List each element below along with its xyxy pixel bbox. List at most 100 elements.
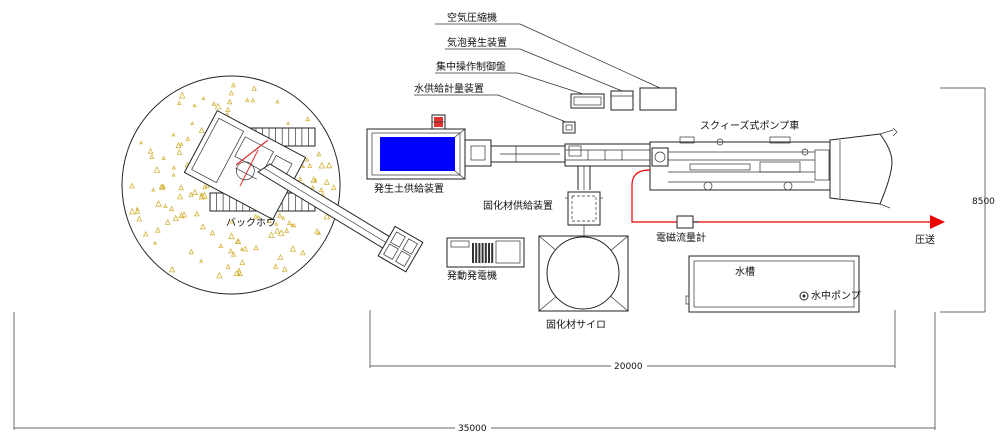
soil-dot [199, 192, 204, 197]
backhoe-swing-ring [235, 161, 255, 181]
soil-dot [153, 240, 158, 245]
soil-dot [239, 259, 246, 265]
soil-dot [310, 184, 315, 189]
grill-slat [481, 243, 484, 263]
soil-dot [226, 98, 233, 105]
silo-circle [546, 236, 620, 310]
soil-dot [305, 157, 310, 162]
soil-dot [201, 96, 206, 100]
soil-dot [297, 176, 303, 181]
discharge-arrow [930, 215, 945, 229]
soil-dot [178, 92, 186, 99]
soil-dot [151, 187, 156, 192]
mixer-inlet [568, 145, 582, 157]
soil-dot [318, 161, 326, 169]
soil-dot [274, 221, 279, 226]
soil-dot [230, 82, 236, 88]
label-solidifier-feeder: 固化材供給装置 [483, 199, 553, 212]
soil-dot [191, 188, 199, 195]
soil-dot [256, 214, 261, 219]
soil-dot [225, 263, 231, 269]
leader-air-compressor [519, 23, 661, 89]
soil-dot [236, 267, 242, 272]
soil-dot [225, 106, 231, 112]
soil-dot [190, 121, 195, 125]
label-generator: 発動発電機 [447, 269, 497, 282]
soil-dot [230, 251, 237, 257]
backhoe-swing-mark [235, 139, 269, 166]
soil-dot [286, 121, 290, 125]
solidifier-silo: 固化材サイロ [538, 235, 629, 331]
grill-slat [488, 243, 490, 263]
grill-slat [484, 243, 487, 263]
soil-dot [198, 126, 205, 133]
soil-dot [228, 232, 235, 240]
label-air-compressor: 空気圧縮機 [447, 11, 497, 24]
grill-slat [472, 243, 474, 263]
soil-dot [211, 101, 217, 106]
soil-dot [267, 231, 275, 238]
solidifier-feeder: 固化材供給装置 [483, 166, 603, 236]
soil-dot [159, 183, 165, 189]
soil-dot [198, 192, 206, 200]
soil-dot [233, 270, 240, 276]
soil-dot [171, 132, 176, 137]
mixer-trough [564, 143, 651, 167]
central-control-panel [570, 93, 605, 109]
soil-dot [325, 161, 333, 169]
soil-dot [239, 246, 244, 251]
label-soil-feeder: 発生土供給装置 [374, 182, 444, 195]
soil-dot [163, 203, 168, 208]
label-solidifier-silo: 固化材サイロ [546, 318, 606, 331]
label-water-meter: 水供給計量装置 [414, 82, 484, 95]
soil-dot [129, 182, 135, 189]
soil-dot [318, 187, 324, 193]
soil-dot [216, 271, 223, 279]
soil-dot [305, 116, 311, 122]
soil-dot [155, 226, 161, 233]
soil-dot [139, 140, 143, 145]
soil-dot [180, 211, 188, 218]
discharge-pipe [631, 169, 930, 223]
soil-dot [193, 210, 200, 217]
soil-dot [214, 102, 222, 110]
soil-dot [245, 97, 250, 102]
soil-dot [274, 227, 281, 234]
grill-slat [491, 243, 494, 263]
soil-dot [171, 172, 176, 177]
label-submersible-pump: 水中ポンプ [811, 289, 861, 302]
squeeze-pump-truck: スクィーズ式ポンプ車 [649, 119, 898, 209]
submersible-pump-icon [799, 291, 809, 301]
soil-dot [201, 191, 208, 199]
soil-dot [178, 212, 185, 219]
soil-dot [204, 183, 210, 188]
soil-dot [202, 184, 208, 190]
label-flowmeter: 電磁流量計 [656, 231, 706, 244]
grill-slat [478, 243, 481, 263]
soil-dot [316, 151, 322, 157]
soil-dot [290, 223, 295, 227]
soil-dot [188, 191, 194, 197]
soil-dot [316, 230, 322, 235]
soil-dot [179, 141, 184, 146]
soil-dot [286, 220, 292, 225]
label-foam-generator: 気泡発生装置 [447, 36, 507, 49]
leader-foam-generator [519, 48, 623, 92]
generator: 発動発電機 [446, 237, 525, 282]
truck-bed [649, 141, 831, 191]
soil-dot [323, 212, 331, 220]
soil-dot [218, 243, 224, 248]
soil-dot [164, 218, 171, 225]
soil-dot [253, 244, 259, 250]
soil-dot [188, 248, 195, 255]
water-tank-outer [688, 255, 860, 313]
soil-dot [242, 245, 249, 252]
soil-dot [277, 253, 284, 260]
soil-dot [178, 184, 185, 191]
air-compressor [639, 87, 677, 111]
dim-35000-text: 35000 [458, 424, 487, 434]
soil-dot [238, 271, 243, 276]
soil-dot [253, 213, 259, 219]
soil-dot [185, 136, 191, 141]
